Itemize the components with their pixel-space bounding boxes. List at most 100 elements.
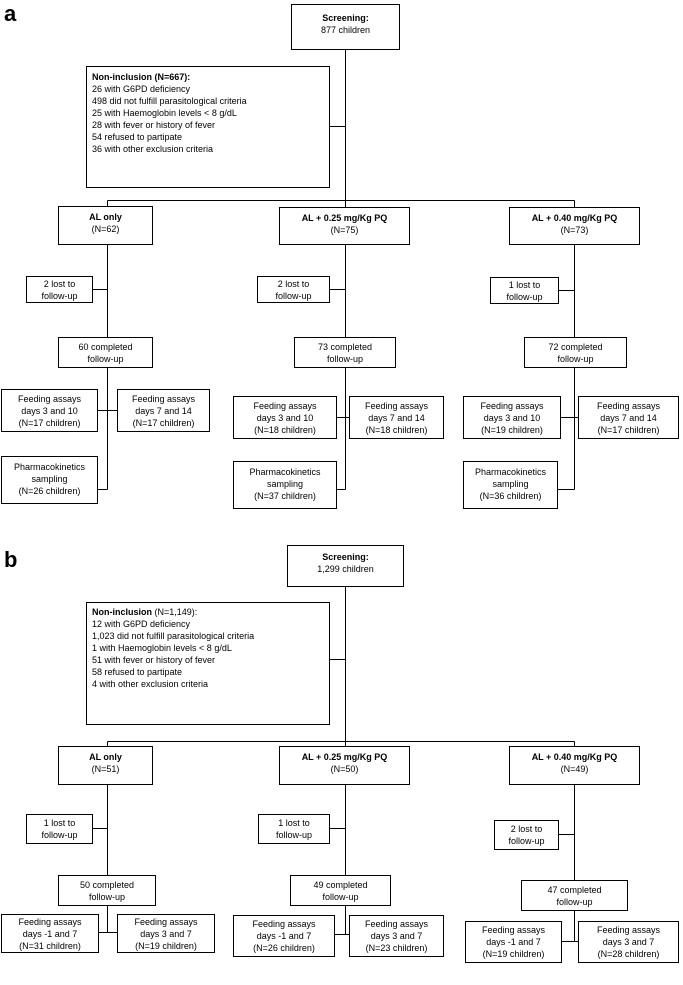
panel-a-non-inclusion-box: Non-inclusion (N=667): 26 with G6PD defi… xyxy=(86,66,330,188)
assay-line: days 3 and 7 xyxy=(140,929,192,939)
screening-title: Screening: xyxy=(322,13,369,23)
assay-line: Feeding assays xyxy=(364,919,429,929)
pk-line: (N=26 children) xyxy=(18,486,81,496)
assay-line: days 3 and 10 xyxy=(483,413,541,423)
assay-line: Feeding assays xyxy=(596,925,661,935)
completed-line: 50 completed xyxy=(79,880,135,890)
assay-line: Feeding assays xyxy=(596,401,661,411)
assay-line: (N=31 children) xyxy=(19,941,81,951)
arm-count: (N=75) xyxy=(330,225,359,235)
pk-line: Pharmacokinetics xyxy=(13,462,86,472)
lost-line: 1 lost to xyxy=(43,818,76,828)
panel-b-screening-box: Screening: 1,299 children xyxy=(287,545,404,587)
panel-a-arm-1-assay-left: Feeding assays days 3 and 10 (N=17 child… xyxy=(1,389,98,432)
non-inclusion-item: 4 with other exclusion criteria xyxy=(92,679,209,689)
panel-b-label: b xyxy=(4,547,18,572)
panel-a-arm-1-assay-right: Feeding assays days 7 and 14 (N=17 child… xyxy=(117,389,210,432)
assay-line: days -1 and 7 xyxy=(486,937,541,947)
pk-line: Pharmacokinetics xyxy=(474,467,547,477)
completed-line: follow-up xyxy=(556,897,593,907)
panel-b-arm-1-completed: 50 completed follow-up xyxy=(58,875,156,906)
assay-line: days 3 and 10 xyxy=(256,413,314,423)
assay-line: Feeding assays xyxy=(481,925,546,935)
screening-count: 877 children xyxy=(320,25,371,35)
assay-line: Feeding assays xyxy=(17,394,82,404)
assay-line: Feeding assays xyxy=(131,394,196,404)
lost-line: 2 lost to xyxy=(277,279,310,289)
pk-line: sampling xyxy=(31,474,68,484)
panel-a-arm-3-pk: Pharmacokinetics sampling (N=36 children… xyxy=(463,461,558,509)
panel-b-arm-pq-025: AL + 0.25 mg/Kg PQ (N=50) xyxy=(279,746,410,785)
panel-a-arm-3-assay-right: Feeding assays days 7 and 14 (N=17 child… xyxy=(578,396,679,439)
assay-line: (N=19 children) xyxy=(482,949,545,959)
lost-line: follow-up xyxy=(275,291,312,301)
panel-b-arm-2-completed: 49 completed follow-up xyxy=(290,875,391,906)
assay-line: (N=17 children) xyxy=(597,425,660,435)
panel-a-arm-al-only: AL only (N=62) xyxy=(58,206,153,245)
non-inclusion-item: 1 with Haemoglobin levels < 8 g/dL xyxy=(92,643,232,653)
panel-b-arm-3-completed: 47 completed follow-up xyxy=(521,880,628,911)
lost-line: follow-up xyxy=(508,836,545,846)
arm-count: (N=49) xyxy=(560,764,589,774)
panel-b-arm-pq-040: AL + 0.40 mg/Kg PQ (N=49) xyxy=(509,746,640,785)
panel-b-arm-3-assay-left: Feeding assays days -1 and 7 (N=19 child… xyxy=(465,921,562,963)
assay-line: Feeding assays xyxy=(253,401,317,411)
assay-line: days 7 and 14 xyxy=(368,413,425,423)
assay-line: Feeding assays xyxy=(480,401,544,411)
panel-a-arm-1-completed: 60 completed follow-up xyxy=(58,337,153,368)
non-inclusion-item: 26 with G6PD deficiency xyxy=(92,84,191,94)
panel-a-arm-3-assay-left: Feeding assays days 3 and 10 (N=19 child… xyxy=(463,396,561,439)
panel-a-arm-2-assay-right: Feeding assays days 7 and 14 (N=18 child… xyxy=(349,396,444,439)
arm-count: (N=73) xyxy=(560,225,589,235)
non-inclusion-item: 54 refused to partipate xyxy=(92,132,183,142)
completed-line: 49 completed xyxy=(313,880,368,890)
panel-a-arm-3-completed: 72 completed follow-up xyxy=(524,337,627,368)
assay-line: days 3 and 10 xyxy=(21,406,78,416)
non-inclusion-item: 51 with fever or history of fever xyxy=(92,655,216,665)
non-inclusion-count: (N=1,149): xyxy=(152,607,198,617)
non-inclusion-item: 498 did not fulfill parasitological crit… xyxy=(92,96,247,106)
assay-line: (N=19 children) xyxy=(481,425,543,435)
screening-title: Screening: xyxy=(322,552,369,562)
non-inclusion-count: (N=667): xyxy=(152,72,191,82)
arm-name: AL + 0.25 mg/Kg PQ xyxy=(301,752,388,762)
non-inclusion-item: 28 with fever or history of fever xyxy=(92,120,216,130)
panel-a-arm-1-lost: 2 lost to follow-up xyxy=(26,276,93,303)
panel-a-screening-box: Screening: 877 children xyxy=(291,4,400,50)
assay-line: days 7 and 14 xyxy=(600,413,657,423)
panel-b-arm-2-assay-left: Feeding assays days -1 and 7 (N=26 child… xyxy=(233,915,335,957)
assay-line: Feeding assays xyxy=(134,917,198,927)
lost-line: 1 lost to xyxy=(278,818,310,828)
panel-a-arm-pq-040: AL + 0.40 mg/Kg PQ (N=73) xyxy=(509,207,640,245)
lost-line: 2 lost to xyxy=(510,824,543,834)
assay-line: days 3 and 7 xyxy=(602,937,655,947)
panel-a-arm-pq-025: AL + 0.25 mg/Kg PQ (N=75) xyxy=(279,207,410,245)
panel-b-arm-2-lost: 1 lost to follow-up xyxy=(258,814,330,844)
non-inclusion-title: Non-inclusion xyxy=(92,72,152,82)
completed-line: follow-up xyxy=(326,354,364,364)
panel-a-label: a xyxy=(4,1,17,26)
arm-name: AL + 0.40 mg/Kg PQ xyxy=(531,752,618,762)
assay-line: (N=18 children) xyxy=(254,425,316,435)
panel-b-arm-1-assay-left: Feeding assays days -1 and 7 (N=31 child… xyxy=(1,914,99,953)
assay-line: (N=17 children) xyxy=(18,418,81,428)
assay-line: (N=28 children) xyxy=(597,949,660,959)
panel-b-non-inclusion-box: Non-inclusion (N=1,149): 12 with G6PD de… xyxy=(86,602,330,725)
panel-a-arm-2-pk: Pharmacokinetics sampling (N=37 children… xyxy=(233,461,337,509)
panel-b-arm-al-only: AL only (N=51) xyxy=(58,746,153,785)
assay-line: days 7 and 14 xyxy=(135,406,192,416)
panel-a-arm-2-completed: 73 completed follow-up xyxy=(294,337,396,368)
panel-b-arm-2-assay-right: Feeding assays days 3 and 7 (N=23 childr… xyxy=(349,915,444,957)
assay-line: Feeding assays xyxy=(18,917,82,927)
non-inclusion-item: 36 with other exclusion criteria xyxy=(92,144,214,154)
assay-line: days -1 and 7 xyxy=(22,929,78,939)
assay-line: (N=17 children) xyxy=(132,418,195,428)
lost-line: follow-up xyxy=(275,830,313,840)
assay-line: (N=18 children) xyxy=(365,425,428,435)
panel-b-arm-3-lost: 2 lost to follow-up xyxy=(494,820,559,850)
non-inclusion-item: 1,023 did not fulfill parasitological cr… xyxy=(92,631,255,641)
non-inclusion-title: Non-inclusion xyxy=(92,607,152,617)
lost-line: follow-up xyxy=(41,830,78,840)
completed-line: 72 completed xyxy=(548,342,603,352)
arm-name: AL + 0.40 mg/Kg PQ xyxy=(531,213,618,223)
